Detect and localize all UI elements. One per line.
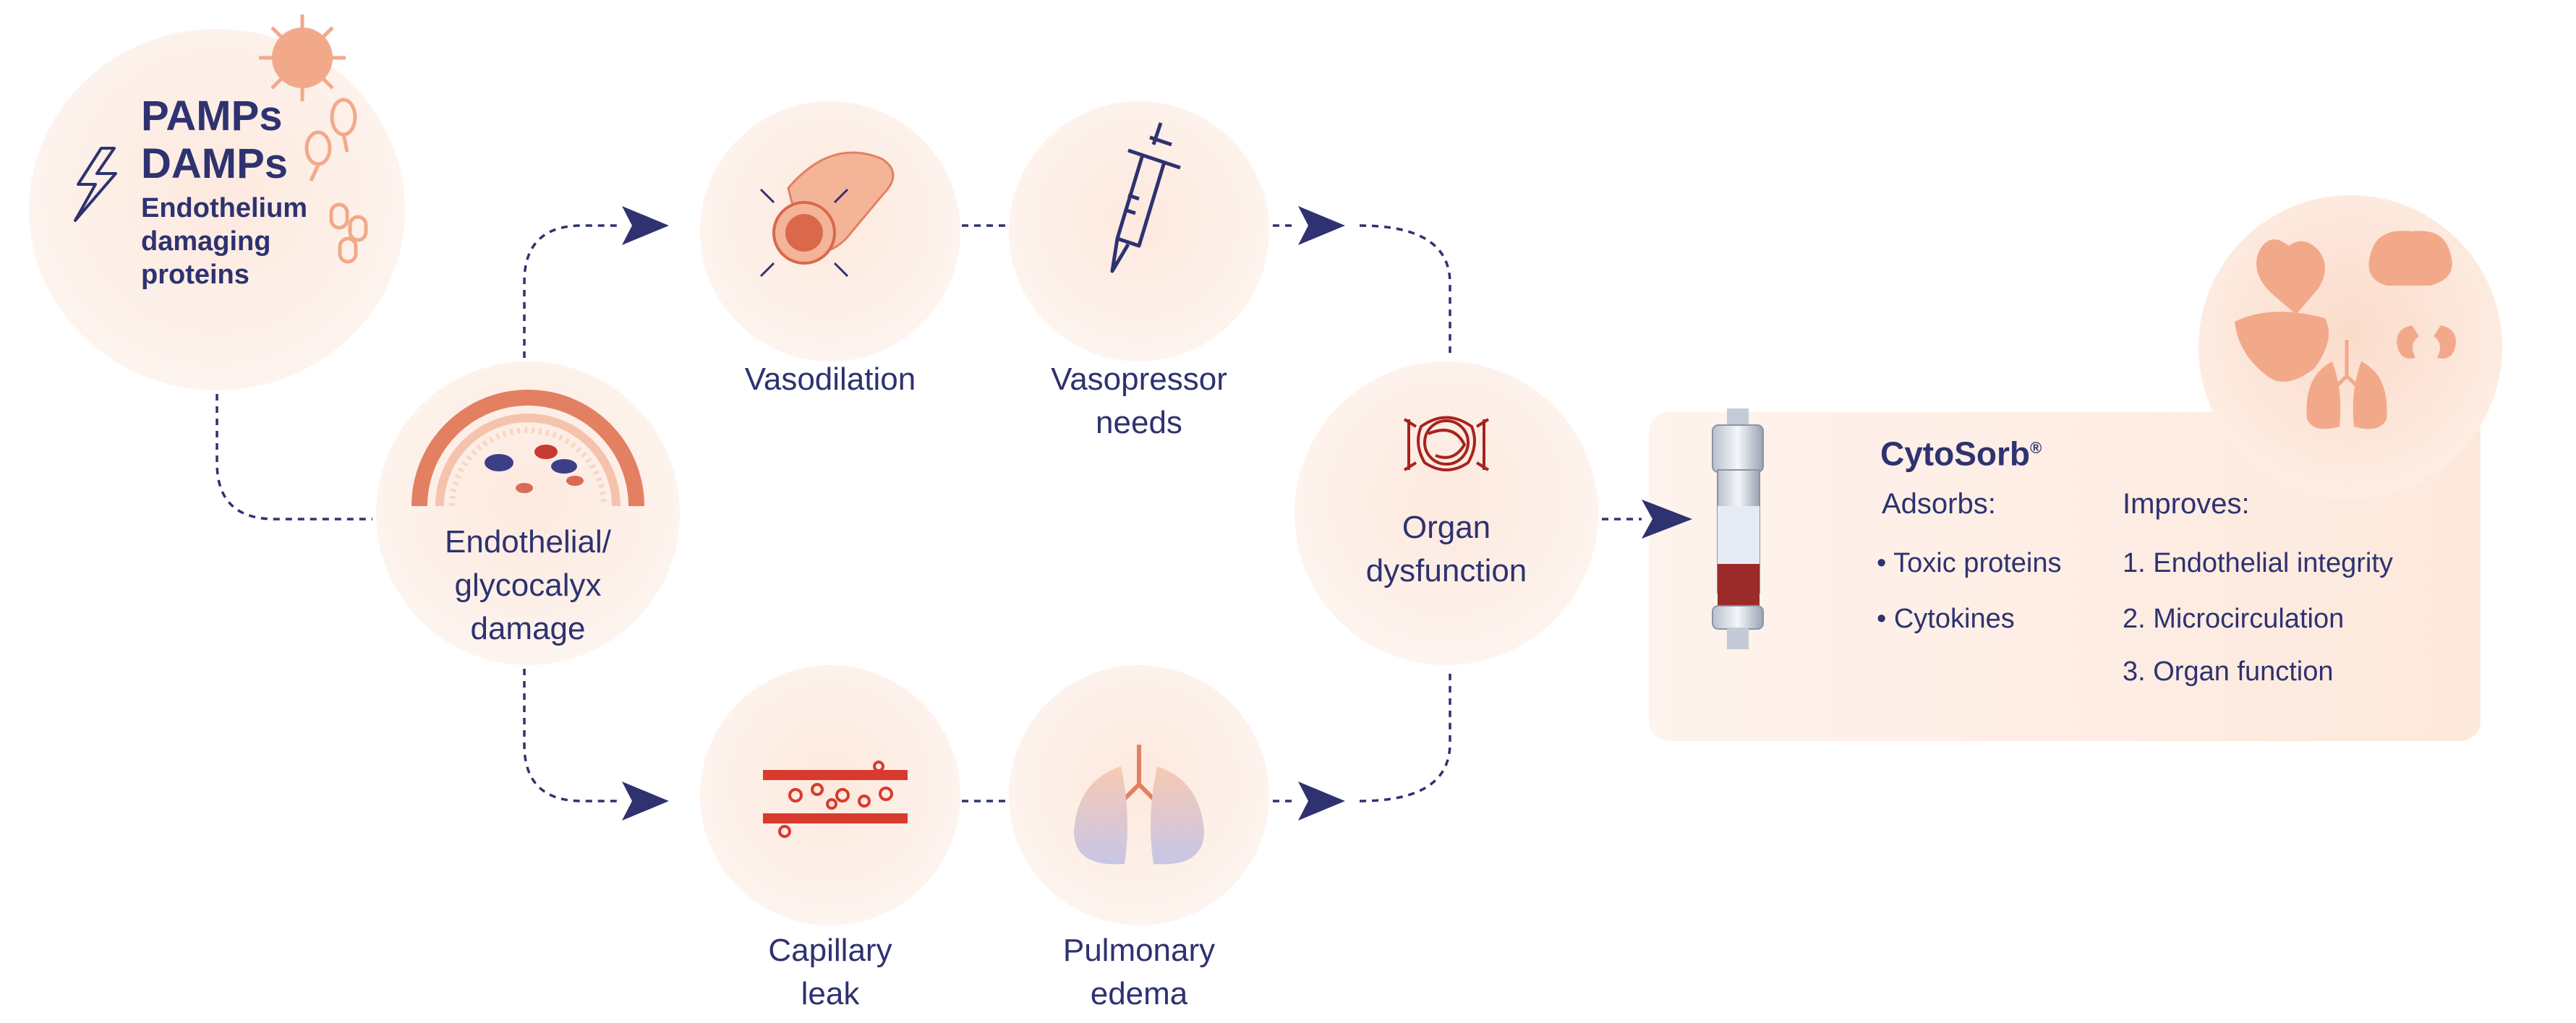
heart-icon [2256, 239, 2325, 314]
trigger-damaging: damaging [141, 226, 271, 257]
connector-arrow-organ-bottom [1359, 669, 1451, 802]
node-endothelial-line2: glycocalyx [454, 568, 602, 603]
brain-icon [2368, 231, 2452, 286]
connector-endothelial-vasodilation [523, 224, 622, 358]
improves-item-2: 2. Microcirculation [2123, 604, 2345, 634]
organ-tangle-icon [1403, 416, 1490, 471]
arrowhead-organ-bottom [1298, 782, 1345, 821]
product-name-text: CytoSorb [1880, 435, 2030, 473]
node-vasodilation-label: Vasodilation [700, 358, 960, 401]
node-organ-line2: dysfunction [1365, 553, 1527, 588]
improves-heading: Improves: [2123, 488, 2250, 520]
vessel-icon [759, 151, 895, 278]
trigger-proteins: proteins [141, 260, 250, 290]
capillary-icon [763, 761, 908, 838]
arrowhead-capillary [622, 782, 669, 821]
node-vasopressor-label: Vasopressor needs [1009, 358, 1269, 445]
trigger-endothelium: Endothelium [141, 193, 308, 223]
arrowhead-vasodilation [622, 206, 669, 245]
connector-arrow-organ-top [1359, 224, 1451, 358]
node-pulmonary-label: Pulmonary edema [1009, 929, 1269, 1016]
connector-trigger-endothelial [216, 394, 372, 521]
lightning-icon [74, 147, 117, 222]
adsorbs-item-1: • Toxic proteins [1877, 548, 2062, 578]
connector-endothelial-capillary [523, 669, 622, 802]
improves-item-1: 1. Endothelial integrity [2123, 548, 2393, 578]
trigger-circle [29, 29, 405, 390]
node-organ-line1: Organ [1402, 510, 1491, 545]
trigger-damps: DAMPs [141, 140, 289, 187]
pulmonary-circle [1009, 665, 1269, 925]
node-pulmonary-line2: edema [1090, 976, 1188, 1011]
liver-icon [2235, 312, 2329, 382]
kidneys-icon [2397, 325, 2456, 359]
lungs-icon [1074, 745, 1204, 865]
endothelial-circle [376, 361, 680, 665]
organ-circle [1295, 361, 1598, 665]
node-organ-label: Organ dysfunction [1316, 506, 1577, 593]
node-vasodilation-line1: Vasodilation [744, 361, 916, 397]
product-name: CytoSorb® [1880, 428, 2042, 474]
node-endothelial-line3: damage [470, 611, 586, 646]
node-capillary-label: Capillary leak [700, 929, 960, 1016]
adsorbs-item-2: • Cytokines [1877, 604, 2015, 634]
node-capillary-line1: Capillary [768, 933, 892, 968]
node-vasopressor-line2: needs [1096, 405, 1182, 440]
virus-icon [259, 14, 346, 101]
node-endothelial-label: Endothelial/ glycocalyx damage [398, 521, 658, 651]
improves-item-3: 3. Organ function [2123, 656, 2334, 687]
node-endothelial-line1: Endothelial/ [445, 524, 611, 560]
node-capillary-line2: leak [801, 976, 860, 1011]
vasopressor-circle [1009, 101, 1269, 361]
capillary-circle [700, 665, 960, 925]
bacteria-icon [304, 98, 368, 264]
syringe-icon [1110, 122, 1181, 273]
product-mark: ® [2030, 439, 2042, 457]
arrowhead-cytosorb [1642, 500, 1692, 539]
arrowhead-organ-top [1298, 206, 1345, 245]
glycocalyx-icon [411, 390, 644, 507]
trigger-pamps: PAMPs [141, 93, 283, 140]
node-vasopressor-line1: Vasopressor [1051, 361, 1227, 397]
adsorbs-heading: Adsorbs: [1882, 488, 1996, 520]
lungs-organ-icon [2306, 340, 2387, 429]
cartridge-icon [1712, 408, 1764, 649]
node-pulmonary-line1: Pulmonary [1062, 933, 1216, 968]
